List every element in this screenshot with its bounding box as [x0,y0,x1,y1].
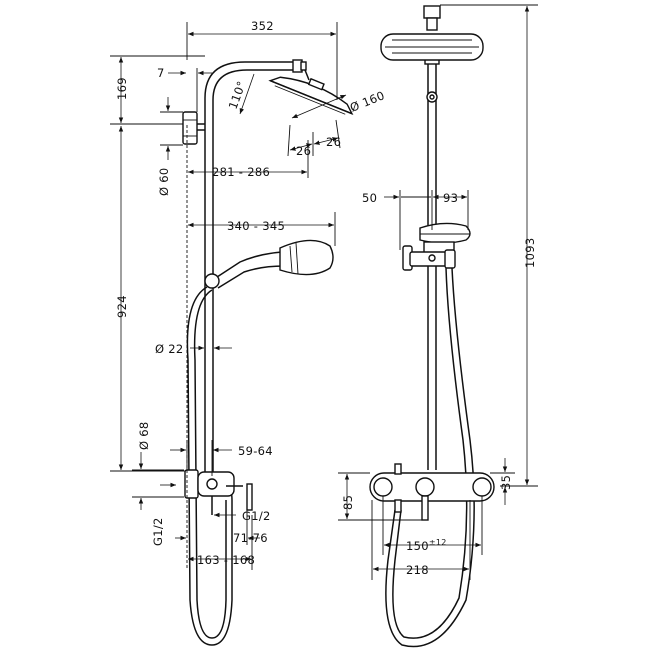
dim-dia-60: Ø 60 [157,167,171,196]
dim-281-286: 281 - 286 [212,165,270,179]
mixer-side [184,469,253,515]
side-view: 352 7 169 110° Ø 160 26 26 Ø 60 [110,19,387,646]
front-view: 1093 50 93 85 35 150±12 218 [338,4,538,648]
dim-169: 169 [115,77,129,100]
dim-110-angle: 110° [226,79,249,111]
dim-150-tolerance: ±12 [429,538,447,547]
dim-150-value: 150 [406,539,429,553]
dim-g12-left: G1/2 [151,517,165,546]
hose-side [186,286,233,646]
dim-50: 50 [362,191,377,205]
dim-g12-right: G1/2 [242,509,271,523]
dim-340-345: 340 - 345 [227,219,285,233]
dim-1093: 1093 [523,238,537,268]
hose-front [385,267,475,648]
dim-163-168: 163 - 168 [197,553,255,567]
dim-dia-68: Ø 68 [137,421,151,450]
hand-shower-side [204,239,334,289]
mixer-front [369,463,495,521]
dim-85: 85 [341,495,355,510]
dim-218: 218 [406,563,429,577]
dim-150: 150±12 [406,538,447,553]
dim-dia-22: Ø 22 [155,342,184,356]
dim-352: 352 [251,19,274,33]
dim-26-b: 26 [326,135,341,149]
wall-bracket [182,111,205,145]
dim-71-76: 71-76 [233,531,268,545]
hand-shower-front [402,222,471,271]
dim-59-64: 59-64 [238,444,273,458]
dim-35: 35 [499,475,513,490]
overhead-shower-front [380,33,484,61]
dim-7: 7 [157,66,165,80]
dim-924: 924 [115,295,129,318]
dim-93: 93 [443,191,458,205]
dim-26-a: 26 [296,144,311,158]
dim-dia-160: Ø 160 [348,88,387,115]
